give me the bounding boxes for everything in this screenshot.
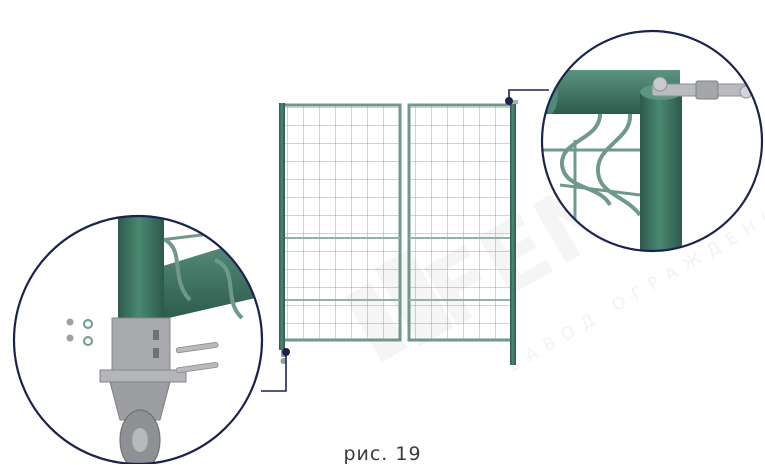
- gate-left-leaf: [279, 103, 400, 350]
- detail-wheel-bracket: [14, 210, 290, 464]
- callout-top-leader: [505, 90, 549, 105]
- figure-caption: рис. 19: [0, 443, 765, 465]
- gate-right-leaf: [409, 100, 518, 365]
- callout-bottom-leader: [261, 348, 290, 391]
